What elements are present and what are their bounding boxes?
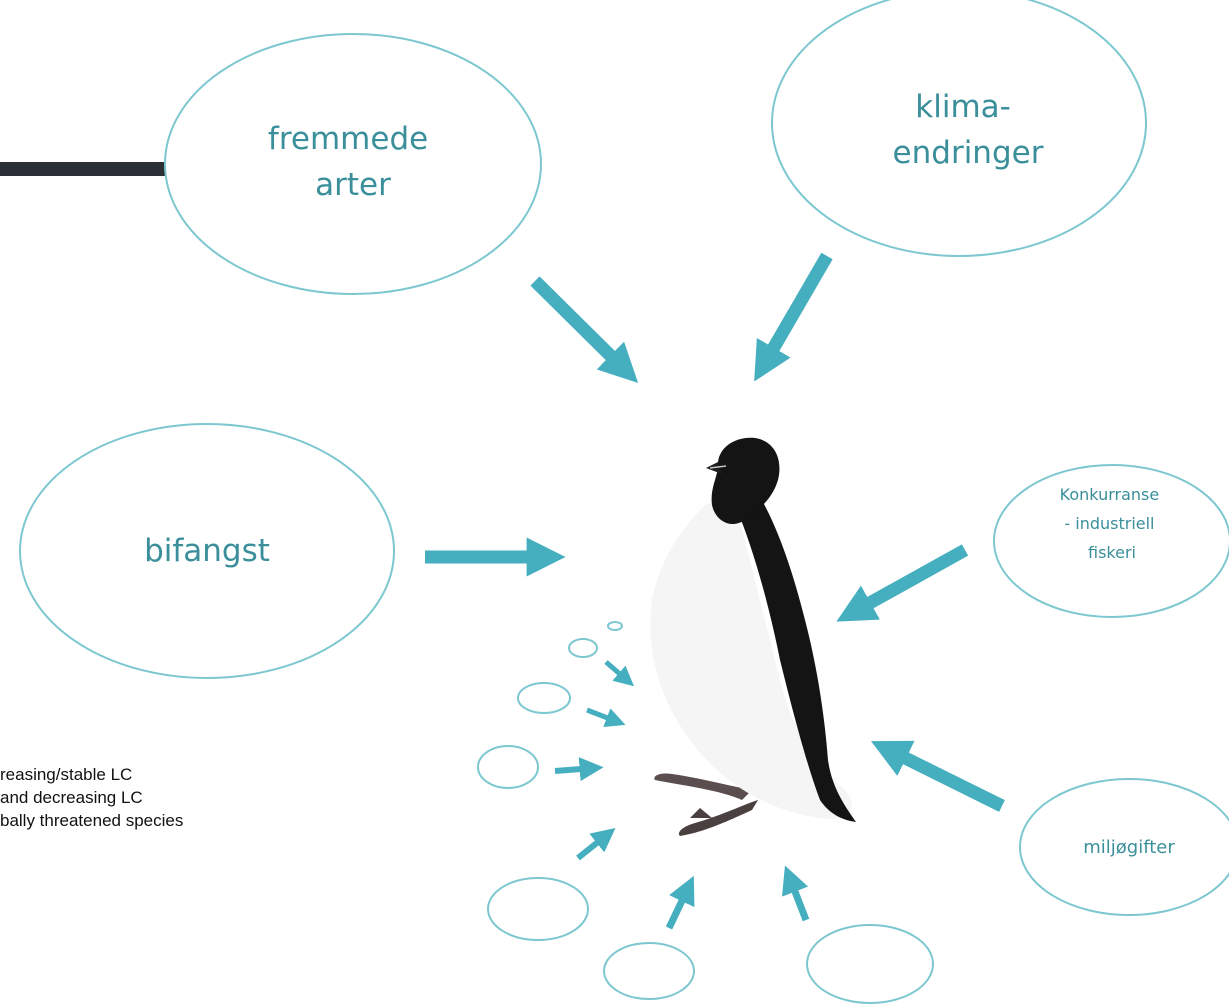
bubble-klima-endringer: klima- endringer xyxy=(771,0,1147,257)
arrows xyxy=(425,252,1005,930)
svg-text:miljøgifter: miljøgifter xyxy=(1083,837,1175,858)
svg-text:Konkurranse - industriel: Konkurranse - industriell fiskeri xyxy=(1060,485,1165,562)
small-bubble xyxy=(517,682,571,714)
svg-text:klima- endringer: klima- endringer xyxy=(893,89,1044,171)
small-bubble xyxy=(477,745,539,789)
svg-text:bifangst: bifangst xyxy=(144,533,270,569)
bubble-text-line: fremmede xyxy=(268,121,428,157)
bird-illustration xyxy=(650,437,856,836)
small-bubble xyxy=(607,621,623,631)
small-bubble xyxy=(603,942,695,1000)
bubble-text-line: - industriell xyxy=(1064,514,1154,533)
arrow-small xyxy=(554,757,604,782)
bubble-text-line: miljøgifter xyxy=(1083,837,1175,858)
legend: reasing/stable LC and decreasing LC ball… xyxy=(0,763,183,832)
bubble-text-line: fiskeri xyxy=(1088,543,1136,562)
svg-text:fremmede arter: fremmede arter xyxy=(268,121,438,203)
arrow-miljogifter xyxy=(871,740,1005,812)
bubble-bifangst: bifangst xyxy=(19,423,395,679)
bubble-text-line: klima- xyxy=(915,89,1011,125)
bubble-text-line: arter xyxy=(315,167,391,203)
legend-item: and decreasing LC xyxy=(0,788,143,807)
arrow-konkurranse xyxy=(836,544,969,622)
small-bubbles xyxy=(477,621,934,1004)
bubble-miljogifter: miljøgifter xyxy=(1019,778,1229,916)
arrow-fremmede xyxy=(530,276,639,383)
arrow-small xyxy=(665,875,695,930)
bubble-text-line: Konkurranse xyxy=(1060,485,1160,504)
bubble-fremmede-arter: fremmede arter xyxy=(164,33,542,295)
small-bubble xyxy=(806,924,934,1004)
arrow-small xyxy=(576,828,616,861)
small-bubble xyxy=(568,638,598,658)
arrow-small xyxy=(604,660,635,687)
bubble-konkurranse: Konkurranse - industriell fiskeri xyxy=(993,464,1229,618)
legend-item: bally threatened species xyxy=(0,811,184,830)
bubble-text-line: bifangst xyxy=(144,533,270,569)
arrow-small xyxy=(781,865,810,922)
title-bar xyxy=(0,162,175,176)
legend-item: reasing/stable LC xyxy=(0,765,133,784)
arrow-klima xyxy=(754,252,833,382)
bubble-text-line: endringer xyxy=(893,135,1044,171)
arrow-small xyxy=(586,707,626,727)
small-bubble xyxy=(487,877,589,941)
